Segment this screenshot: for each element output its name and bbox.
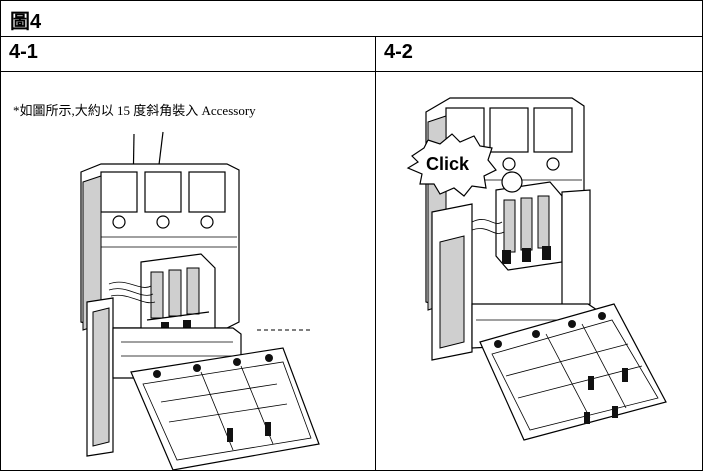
figure-title: 圖4 xyxy=(10,11,42,33)
installation-caption: *如圖所示,大約以 15 度斜角裝入 Accessory xyxy=(13,103,256,118)
figure-title-row: 圖4 xyxy=(1,1,702,37)
step-4-2-label: 4-2 xyxy=(384,41,413,63)
step-4-1-panel: *如圖所示,大約以 15 度斜角裝入 Accessory xyxy=(1,72,376,470)
click-label: Click xyxy=(426,154,470,174)
step-4-1-label: 4-1 xyxy=(9,41,38,63)
breaker-accessory-insertion-drawing xyxy=(80,131,320,470)
step-4-2-header: 4-2 xyxy=(376,37,702,72)
breaker-accessory-click-drawing: Click xyxy=(406,97,667,441)
step-4-1-header: 4-1 xyxy=(1,37,376,72)
step-4-2-panel: Click xyxy=(376,72,702,470)
